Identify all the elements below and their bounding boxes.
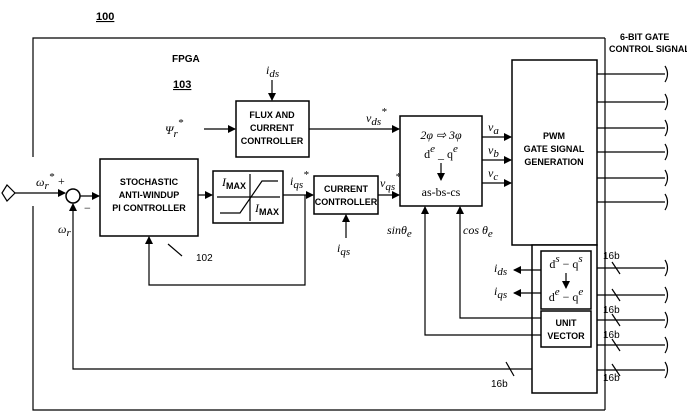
bus-label-4: 16b	[603, 373, 620, 384]
transform-phase: 2φ ⇨ 3φ	[420, 128, 462, 142]
iqs-in-label: iqs	[337, 241, 350, 258]
iqs-star-label: iqs*	[290, 169, 309, 191]
antiwindup-feedback-line	[145, 195, 306, 286]
flux-line1: FLUX AND	[249, 110, 295, 120]
bus-lines	[505, 259, 669, 379]
speed-fb-label: ωr	[58, 222, 71, 239]
flux-controller-block	[235, 100, 310, 158]
input-connector	[1, 184, 16, 202]
pwm-line1: PWM	[543, 131, 565, 141]
bus-label-1: 16b	[603, 251, 620, 262]
ids-in-label: ids	[266, 63, 279, 80]
ds-transform-top: ds − qs	[549, 253, 582, 271]
cos-label: cos θe	[463, 223, 493, 240]
pwm-line3: GENERATION	[524, 157, 583, 167]
sin-label: sinθe	[387, 223, 412, 240]
summing-junction	[65, 188, 81, 204]
vqs-star-label: vqs*	[380, 171, 401, 193]
unit-vector-line2: VECTOR	[547, 331, 585, 341]
output-label-line2: CONTROL SIGNAL	[609, 44, 687, 54]
pi-line1: STOCHASTIC	[120, 177, 179, 187]
unit-vector-block	[540, 310, 592, 348]
vc-label: vc	[488, 166, 498, 183]
transform-dq: de _ qe	[424, 143, 458, 161]
ds-transform-bottom: de − qe	[549, 286, 584, 304]
fpga-boundary-top	[32, 37, 605, 157]
iqs-out-label: iqs	[494, 284, 507, 301]
pi-line3: PI CONTROLLER	[112, 203, 186, 213]
fpga-label: FPGA	[172, 54, 200, 65]
flux-line2: CURRENT	[250, 123, 295, 133]
vb-label: vb	[488, 143, 499, 160]
transform-block	[399, 115, 483, 207]
flux-line3: CONTROLLER	[241, 136, 304, 146]
pi-line2: ANTI-WINDUP	[119, 190, 180, 200]
current-line2: CONTROLLER	[315, 197, 378, 207]
flux-ref-label: Ψr*	[165, 117, 184, 140]
pwm-line2: GATE SIGNAL	[524, 144, 585, 154]
gate-outputs	[597, 65, 669, 211]
fpga-ref: 103	[173, 79, 191, 91]
transform-abc: as-bs-cs	[422, 185, 461, 199]
speed-ref-label: ωr*	[36, 171, 55, 192]
va-label: va	[488, 120, 499, 137]
output-label-line1: 6-BIT GATE	[620, 32, 669, 42]
pi-ref: 102	[196, 253, 213, 264]
sum-minus: −	[84, 201, 91, 215]
speed-feedback-line	[69, 203, 532, 370]
bus-label-5: 16b	[491, 379, 508, 390]
bus-label-2: 16b	[603, 305, 620, 316]
sum-plus: +	[58, 174, 65, 188]
limiter-bottom-label: IMAX	[254, 201, 279, 217]
sin-feedback-line	[421, 206, 541, 336]
current-controller-block	[313, 175, 379, 215]
unit-vector-line1: UNIT	[556, 318, 577, 328]
current-line1: CURRENT	[324, 184, 369, 194]
limiter-top-label: IMAX	[221, 175, 246, 191]
figure-ref: 100	[96, 11, 114, 23]
bus-label-3: 16b	[603, 330, 620, 341]
fpga-boundary-bottom	[32, 206, 605, 411]
vds-star-label: vds*	[366, 106, 387, 128]
cos-feedback-line	[456, 206, 541, 319]
ids-out-label: ids	[494, 261, 507, 278]
pi-ref-leader	[167, 243, 183, 257]
